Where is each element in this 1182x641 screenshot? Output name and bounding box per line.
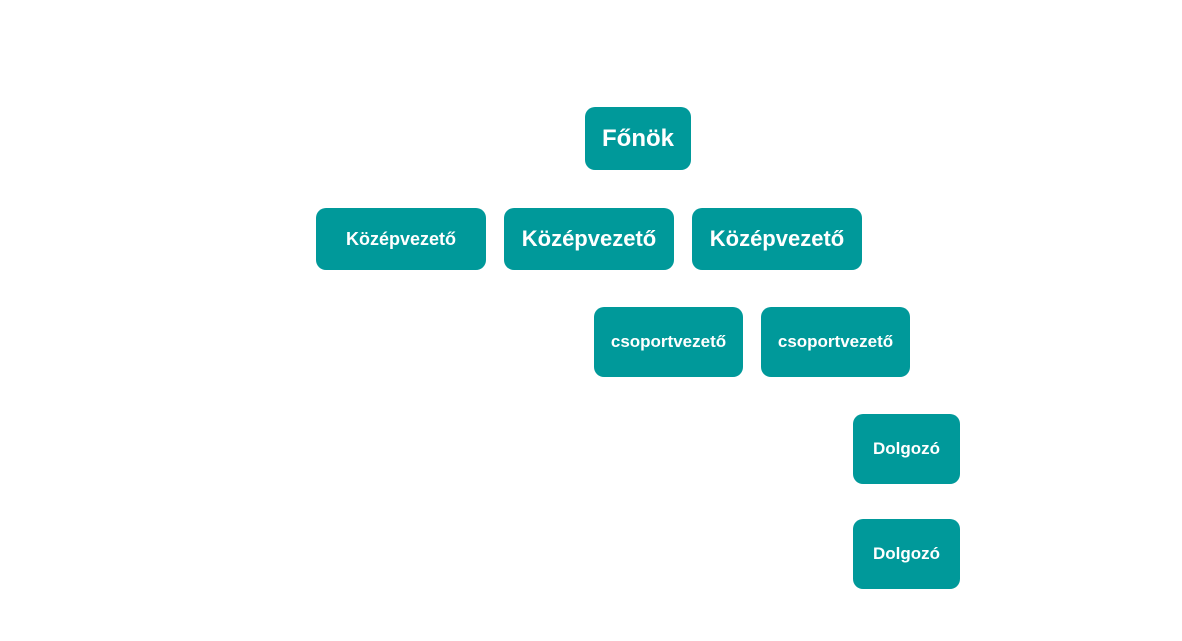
node-middle-manager-2-label: Középvezető <box>521 226 657 251</box>
node-boss[interactable]: Főnök <box>585 107 691 170</box>
node-employee-2-label: Dolgozó <box>872 544 941 563</box>
node-team-lead-2-label: csoportvezető <box>777 332 894 351</box>
node-team-lead-2[interactable]: csoportvezető <box>761 307 910 377</box>
node-middle-manager-2[interactable]: Középvezető <box>504 208 674 270</box>
node-team-lead-1[interactable]: csoportvezető <box>594 307 743 377</box>
node-middle-manager-3-label: Középvezető <box>709 226 845 251</box>
node-boss-label: Főnök <box>602 124 674 152</box>
node-middle-manager-1[interactable]: Középvezető <box>316 208 486 270</box>
node-team-lead-1-label: csoportvezető <box>610 332 727 351</box>
node-employee-2[interactable]: Dolgozó <box>853 519 960 589</box>
node-employee-1[interactable]: Dolgozó <box>853 414 960 484</box>
node-middle-manager-1-label: Középvezető <box>345 228 457 249</box>
node-middle-manager-3[interactable]: Középvezető <box>692 208 862 270</box>
node-employee-1-label: Dolgozó <box>872 439 941 458</box>
